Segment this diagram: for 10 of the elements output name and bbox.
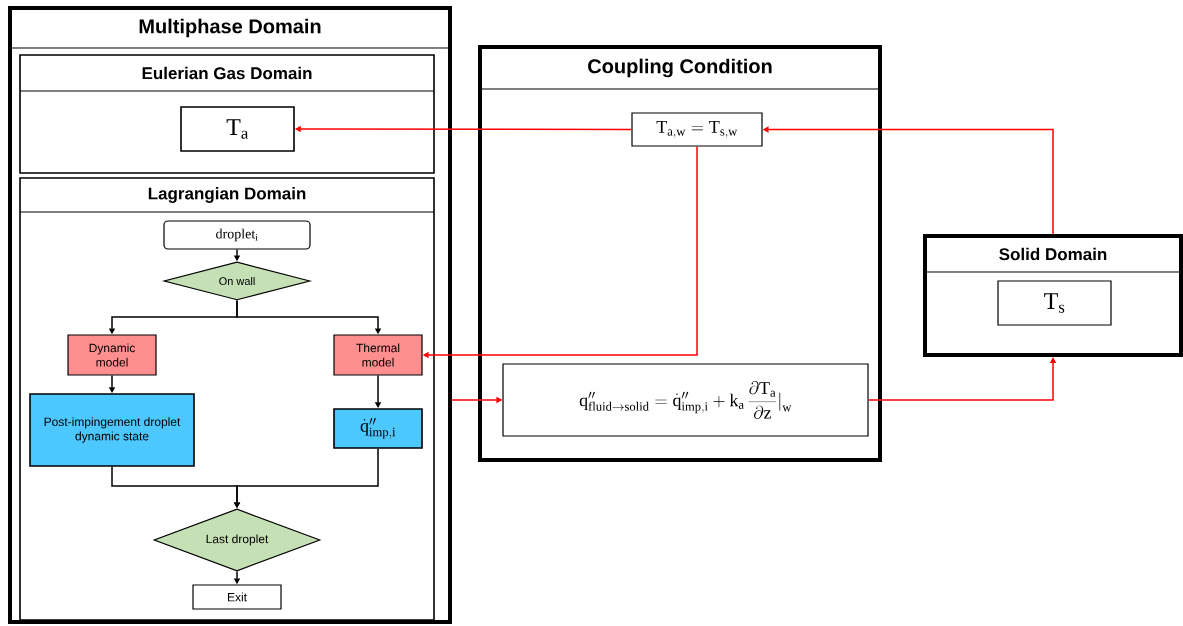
process-box: Dynamic model: [67, 334, 157, 376]
start-box: $\mathrm{droplet_i}$: [163, 220, 311, 250]
process-box: Post-impingement droplet dynamic state: [29, 393, 195, 467]
equation-box: $\mathrm{q}''_{\mathrm{fluid}\rightarrow\mathrm{solid}} = \dot{\mathrm{q}}''_{\mathrm{imp,i}} + \mathrm{k_a}\,\frac{\partial \mathrm{T_a}}{\partial \mathrm{z}}\Big|_{\mathrm{w}}$: [502, 363, 869, 437]
end-box: Exit: [192, 584, 282, 610]
process-box: Thermal model: [333, 334, 423, 376]
process-box: $\dot{\mathrm{q}}''_{\mathrm{imp,i}}$: [333, 408, 423, 449]
equation-box: $\mathrm{T_{a,w}} = \mathrm{T_{s,w}}$: [631, 112, 763, 147]
variable-box: $\mathrm{T_a}$: [180, 106, 295, 152]
variable-box: $\mathrm{T_s}$: [997, 280, 1112, 326]
